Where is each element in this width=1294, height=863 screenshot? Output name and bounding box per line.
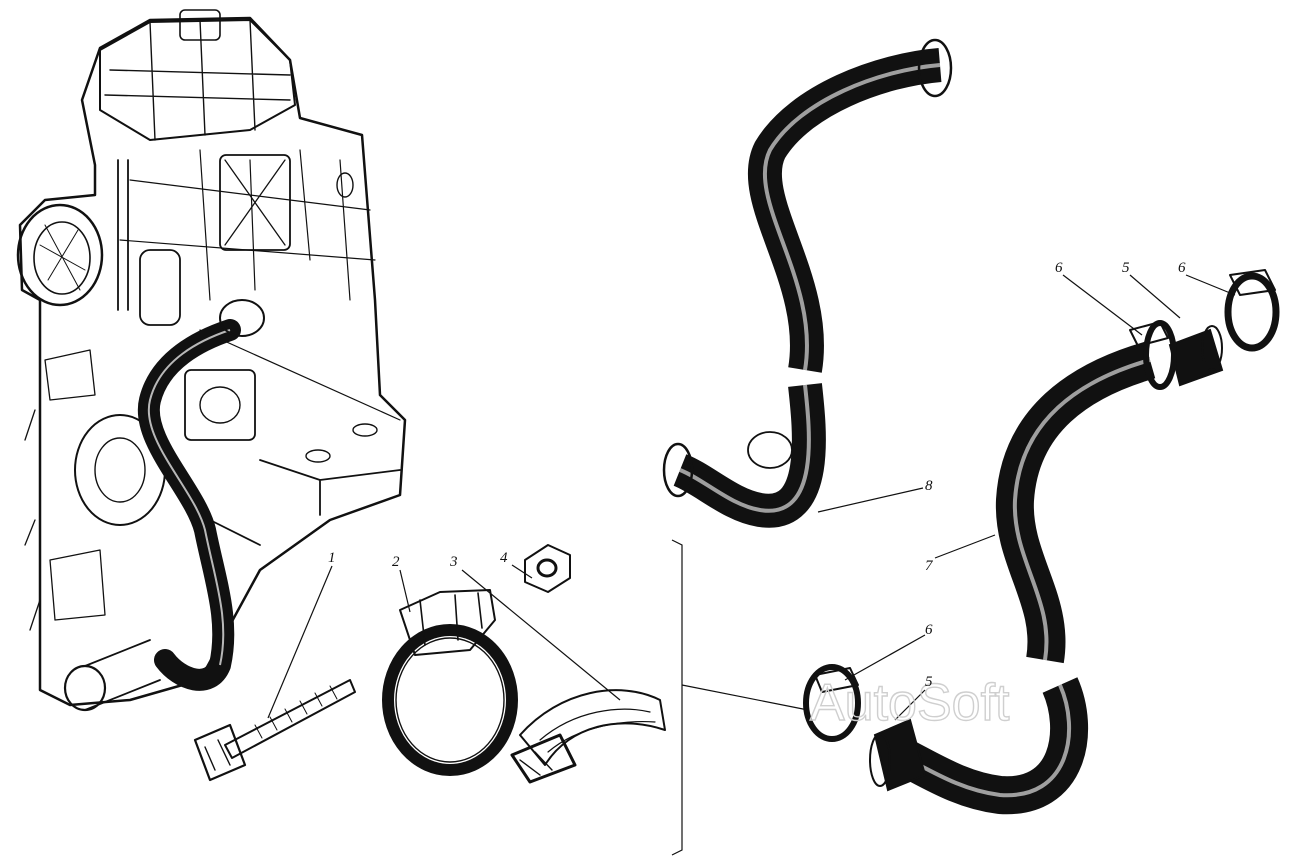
part-5-connector-upper [1168,325,1224,387]
callouts: 1 2 3 4 8 7 6 5 6 6 5 [328,260,1186,690]
watermark: AutoSoft [810,674,1010,732]
engine-block [16,9,407,712]
part-1-bolt [193,679,356,782]
part-3-saddle [510,689,666,784]
group-bracket [671,539,683,856]
part-6-clamp-lower [803,664,861,742]
callout-6-lower: 6 [925,622,933,638]
part-8-hose [662,38,953,528]
callout-7: 7 [925,558,934,574]
callout-5-lower: 5 [925,674,933,690]
part-5-connector-lower [869,718,927,792]
callout-6-upper-right: 6 [1178,260,1186,276]
hose-1 [137,299,265,691]
callout-3: 3 [449,554,458,570]
part-7-hose [891,341,1156,815]
callout-5-upper: 5 [1122,260,1130,276]
part-6-clamp-upper-right [1224,269,1280,352]
part-4-nut [524,544,571,593]
callout-4: 4 [500,550,508,566]
part-2-clamp [382,589,518,776]
callout-2: 2 [392,554,400,570]
callout-8: 8 [925,478,933,494]
callout-6-upper-left: 6 [1055,260,1063,276]
leader-lines [267,274,1236,721]
part-6-clamp-upper-left [1129,320,1177,390]
callout-1: 1 [328,550,336,566]
